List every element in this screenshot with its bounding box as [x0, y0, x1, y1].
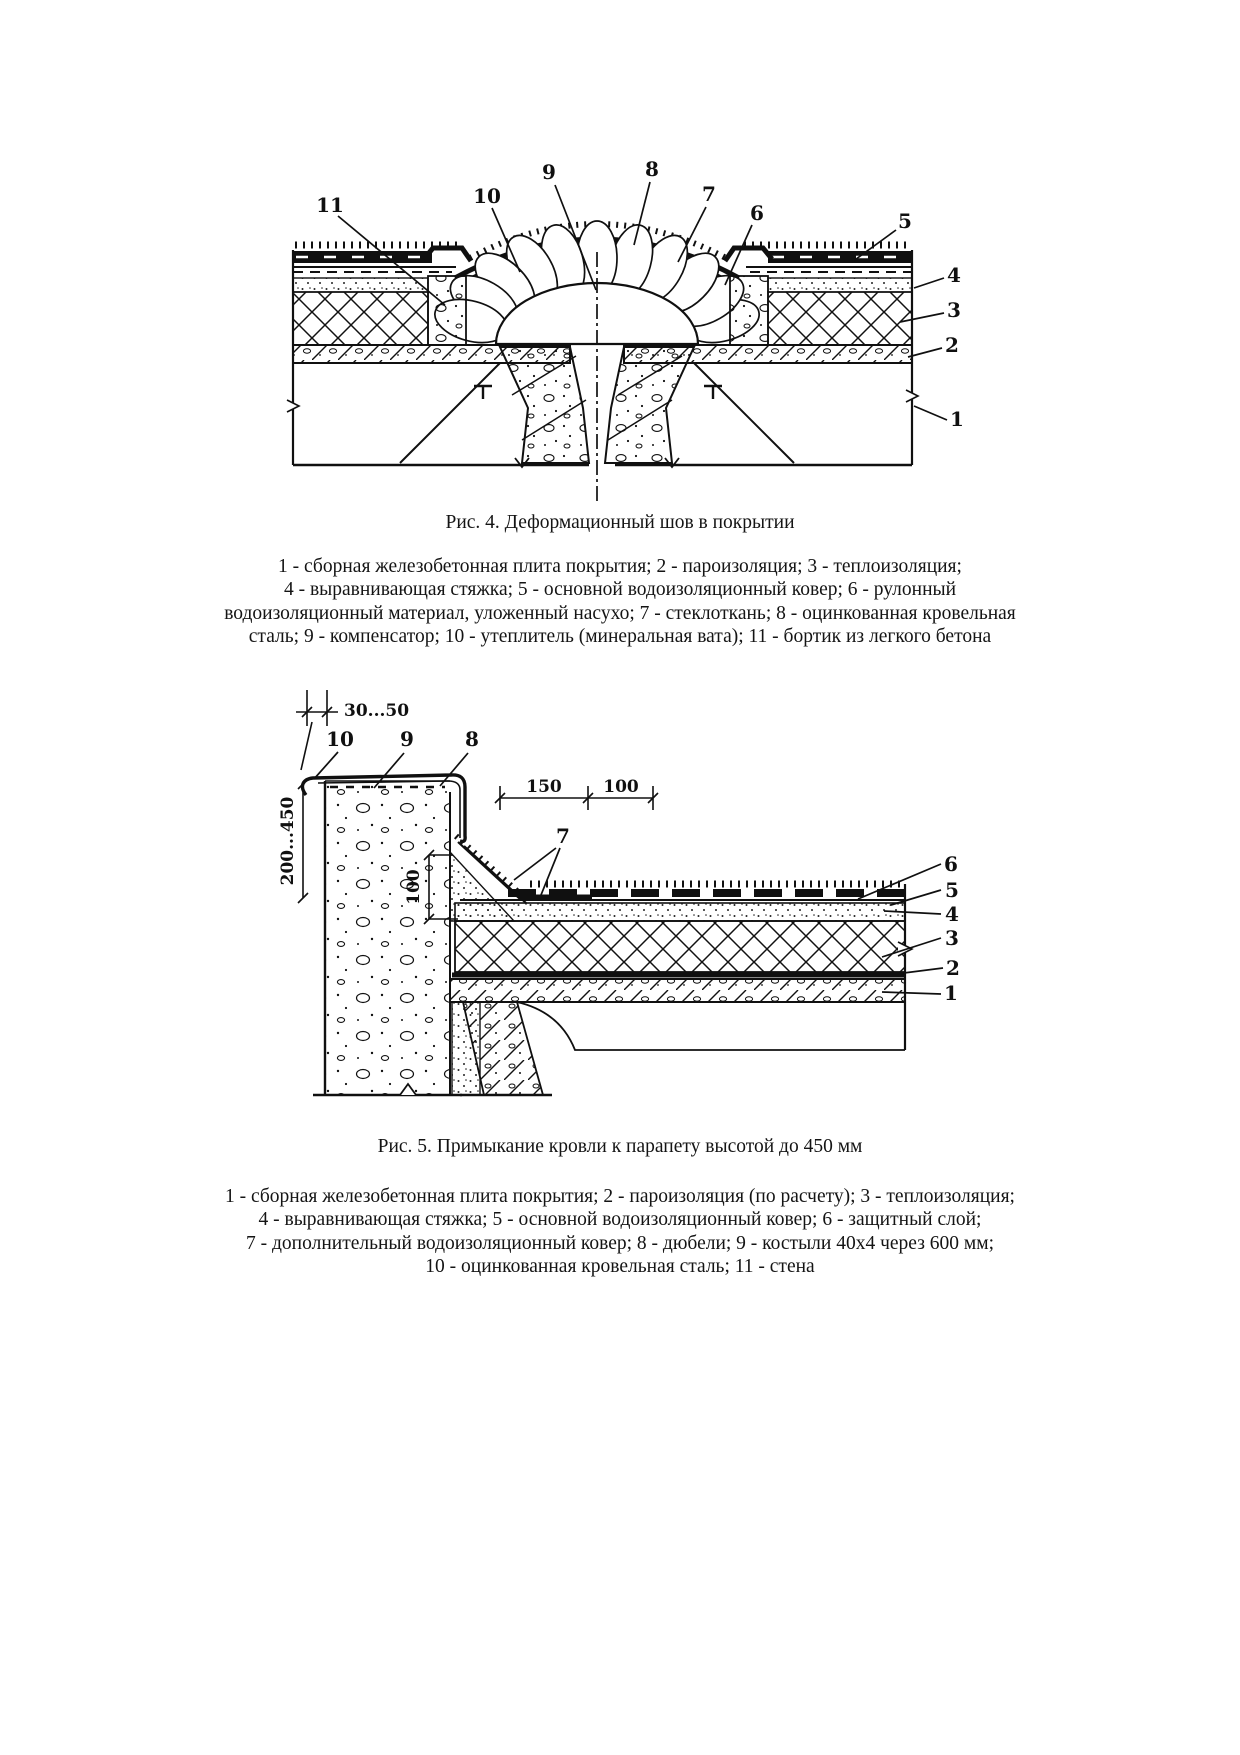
figure4-title: Рис. 4. Деформационный шов в покрытии: [445, 512, 795, 533]
figure5-drawing: 30...50 150 100 200...450 100 10 9 8 7: [278, 690, 960, 1097]
fig4-compensator-loops: [434, 220, 760, 344]
fig5-roof-layers: [449, 850, 914, 1097]
fig5-slab-layer: [449, 978, 906, 1003]
figure4-legend-line-2: 4 - выравнивающая стяжка; 5 - основной в…: [283, 579, 957, 601]
fig4-callout-8: 8: [645, 157, 659, 181]
fig4-callout-4: 4: [947, 263, 961, 287]
fig5-dim-top-gap: 30...50: [344, 701, 409, 721]
fig4-callout-10: 10: [473, 184, 501, 208]
fig5-parapet-wall: [313, 780, 462, 1097]
figure5-title: Рис. 5. Примыкание кровли к парапету выс…: [377, 1136, 863, 1157]
fig4-curb-blocks: [427, 275, 769, 346]
figure4-legend-line-1: 1 - сборная железобетонная плита покрыти…: [278, 556, 962, 577]
fig4-leaders: [337, 181, 948, 421]
fig5-dimensions: [296, 690, 659, 925]
fig5-callout-9: 9: [400, 727, 414, 751]
fig4-callout-6: 6: [750, 201, 764, 225]
figure5-legend-line-2: 4 - выравнивающая стяжка; 5 - основной в…: [258, 1209, 982, 1231]
fig5-callout-4: 4: [945, 902, 959, 926]
fig4-roof-band-right: [744, 241, 913, 346]
fig5-callout-3: 3: [945, 926, 959, 950]
fig4-callout-11: 11: [316, 193, 344, 217]
fig5-screed-layer: [454, 902, 906, 922]
figure4-legend: 1 - сборная железобетонная плита покрыти…: [0, 555, 1240, 649]
fig5-callout-5: 5: [945, 878, 959, 902]
fig5-insulation-layer: [454, 920, 906, 973]
fig5-dim-upturn-height: 100: [404, 869, 424, 905]
figure4-legend-line-4: сталь; 9 - компенсатор; 10 - утеплитель …: [248, 626, 992, 648]
fig5-callout-1: 1: [944, 981, 958, 1005]
fig5-leaders: [313, 751, 944, 995]
fig5-dim-overhang: 150: [526, 777, 562, 797]
fig4-callout-3: 3: [947, 298, 961, 322]
figure5-legend-line-1: 1 - сборная железобетонная плита покрыти…: [225, 1186, 1015, 1207]
fig4-joint-legs: [399, 346, 795, 464]
fig4-callout-2: 2: [945, 333, 959, 357]
fig5-callout-10: 10: [326, 727, 354, 751]
fig5-callout-6: 6: [944, 852, 958, 876]
fig4-base-and-edges: [286, 250, 920, 502]
fig5-callout-2: 2: [946, 956, 960, 980]
figure4-drawing: 11 10 9 8 7 6 5 4 3 2 1: [286, 157, 964, 502]
figure4-legend-line-3: водоизоляционный материал, уложенный нас…: [224, 602, 1016, 624]
fig4-callout-1: 1: [950, 407, 964, 431]
figure5-legend: 1 - сборная железобетонная плита покрыти…: [0, 1185, 1240, 1279]
fig5-dim-parapet-height: 200...450: [278, 796, 298, 885]
fig4-callout-9: 9: [542, 160, 556, 184]
figure5-legend-line-3: 7 - дополнительный водоизоляционный кове…: [246, 1232, 994, 1254]
fig4-slab-band: [292, 344, 913, 364]
fig5-callout-7: 7: [556, 824, 570, 848]
fig5-dim-lap: 100: [603, 777, 639, 797]
fig4-callout-7: 7: [702, 182, 716, 206]
fig5-callout-8: 8: [465, 727, 479, 751]
fig4-callout-5: 5: [898, 209, 912, 233]
figure5-legend-line-4: 10 - оцинкованная кровельная сталь; 11 -…: [425, 1256, 815, 1278]
fig5-ceiling-line: [516, 1001, 905, 1051]
